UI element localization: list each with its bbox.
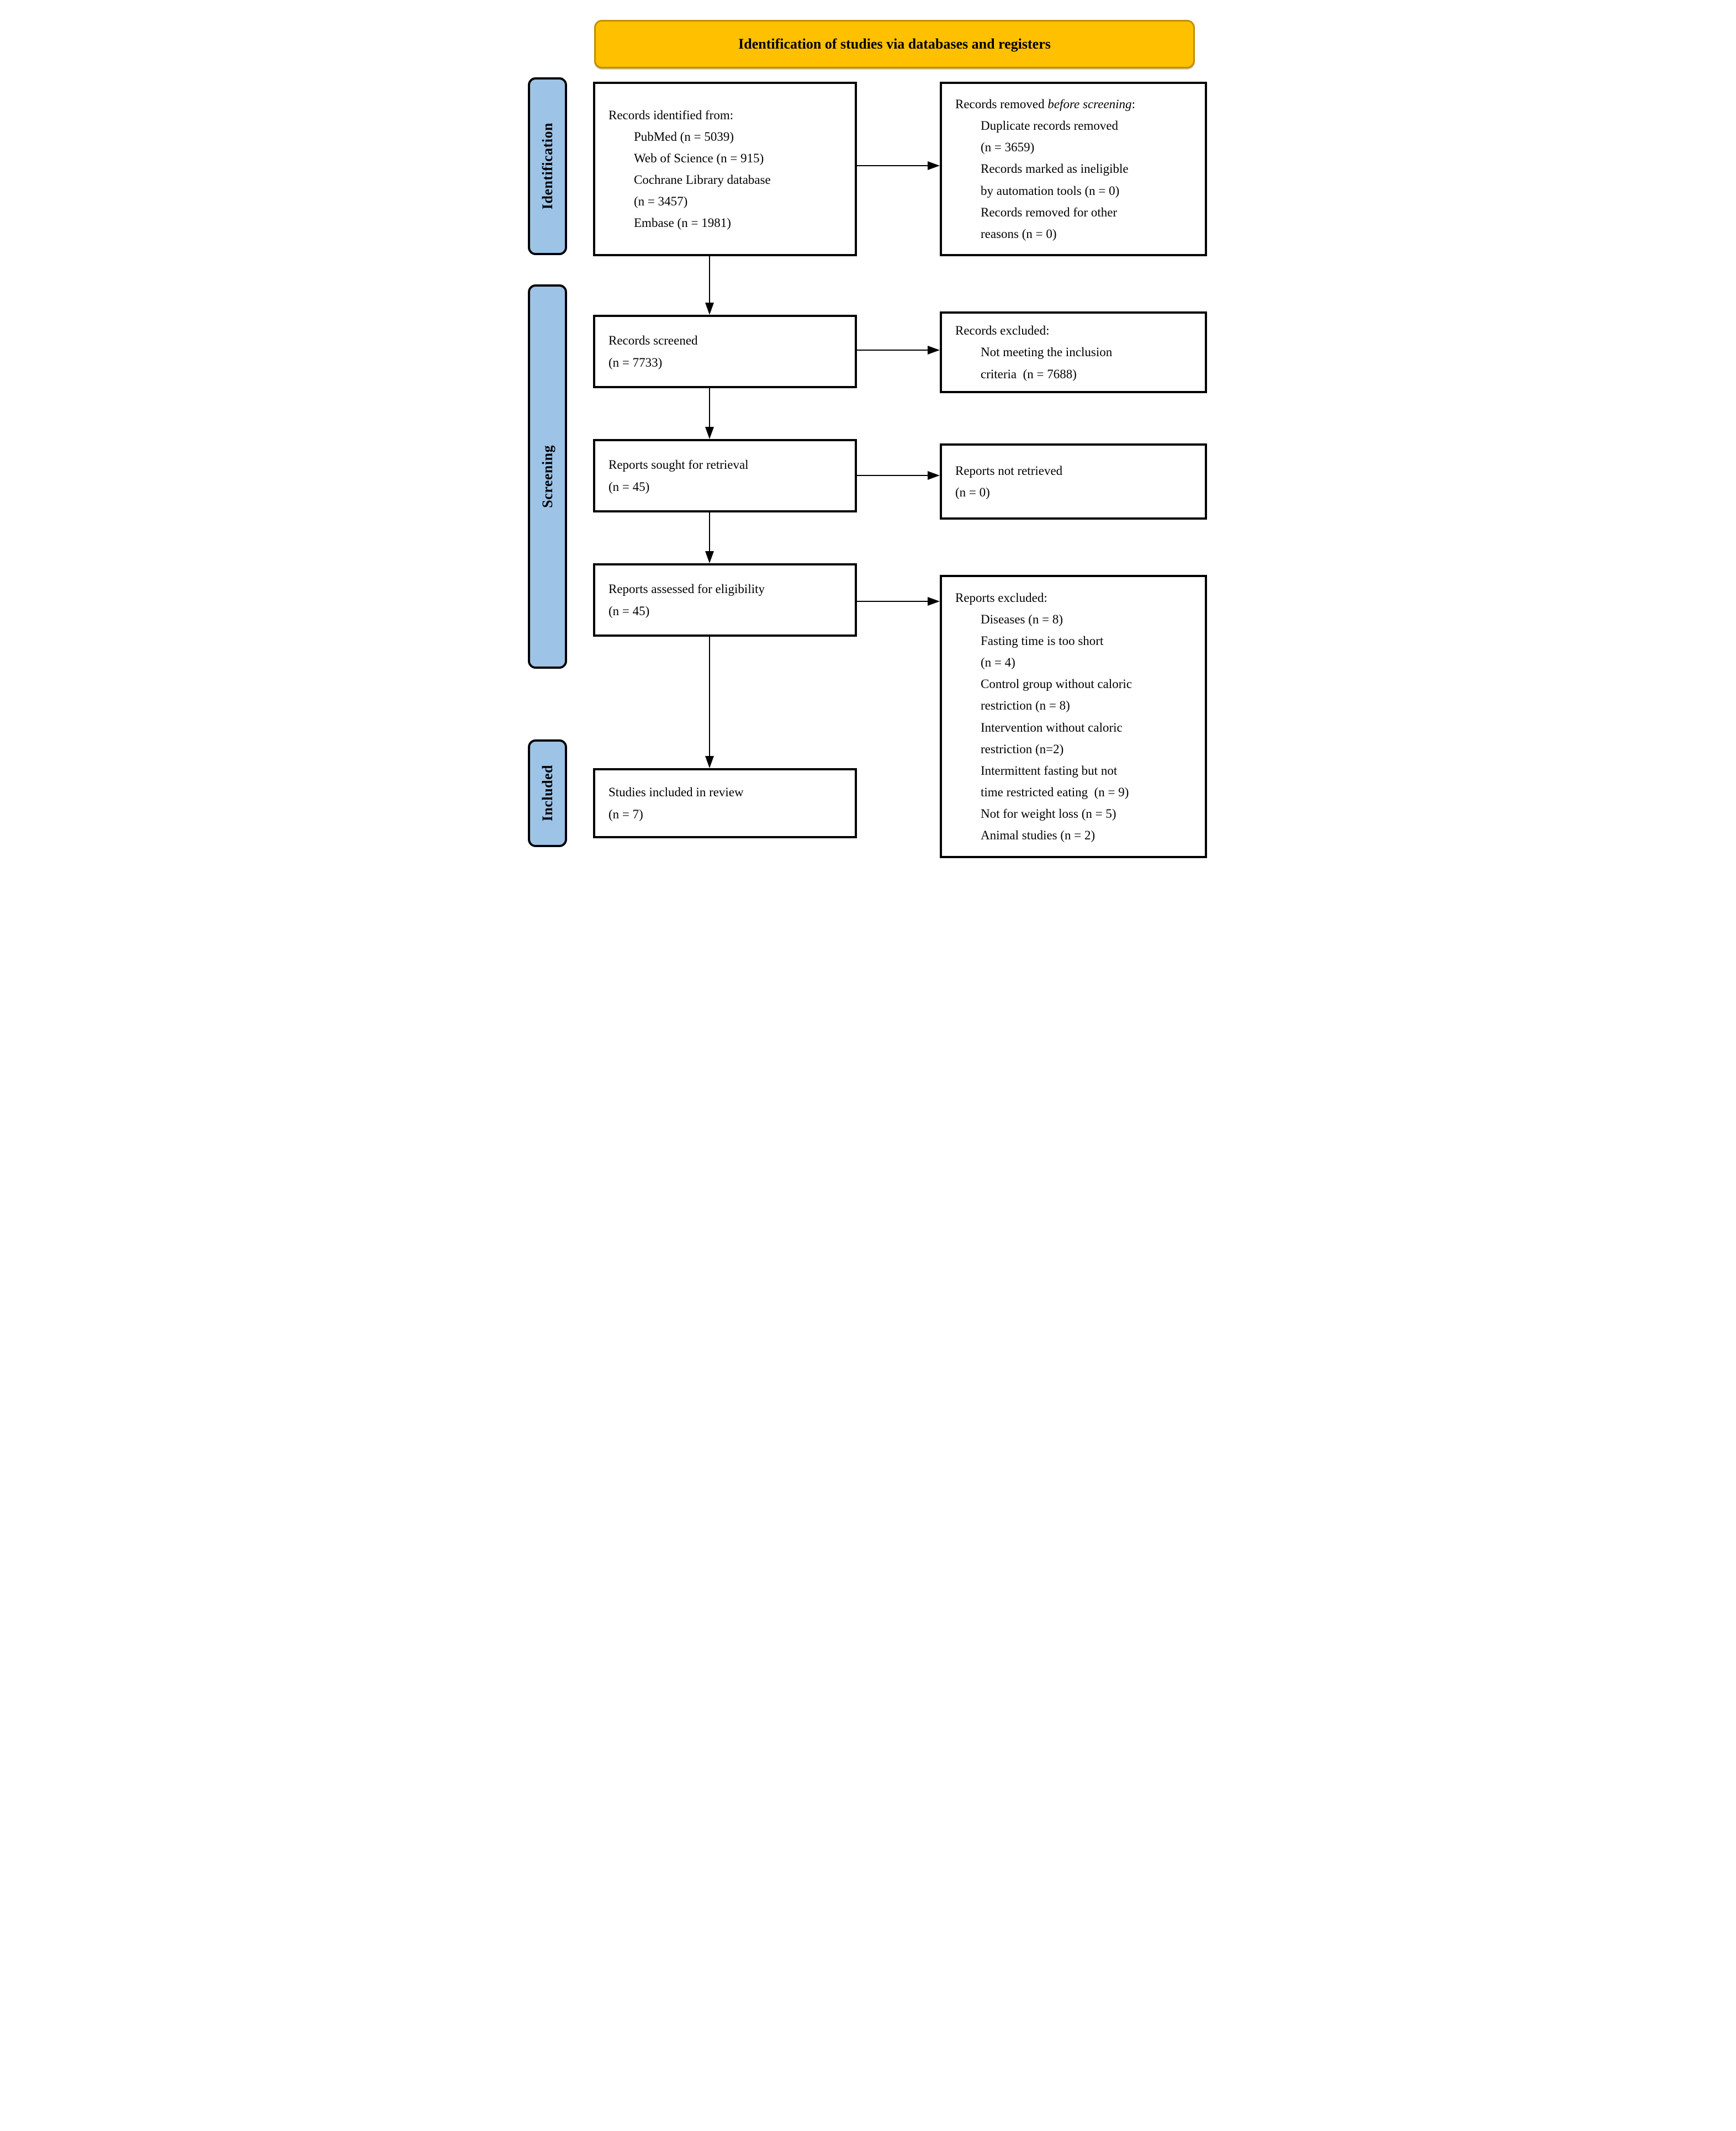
stage-label-included: Included: [539, 765, 555, 822]
arrow-assessed-to-excluded: [857, 601, 928, 602]
box-line: (n = 3457): [634, 194, 688, 209]
box-reports-sought: Reports sought for retrieval (n = 45): [593, 439, 857, 512]
box-line: (n = 45): [608, 479, 650, 494]
box-line: PubMed (n = 5039): [634, 129, 734, 144]
arrowhead-down-icon: [705, 551, 714, 563]
banner-title: Identification of studies via databases …: [594, 20, 1195, 68]
prisma-flow-diagram: Identification of studies via databases …: [513, 0, 1223, 872]
box-line: Control group without caloric: [981, 677, 1132, 691]
box-line: Studies included in review: [608, 785, 744, 800]
arrow-screened-to-excluded: [857, 350, 928, 351]
box-records-excluded: Records excluded: Not meeting the inclus…: [940, 311, 1207, 393]
box-reports-not-retrieved: Reports not retrieved (n = 0): [940, 443, 1207, 520]
box-line: (n = 4): [981, 655, 1015, 670]
arrow-assessed-to-included: [709, 637, 710, 756]
box-line: criteria (n = 7688): [981, 367, 1077, 381]
arrow-screened-to-sought: [709, 388, 710, 427]
box-reports-excluded: Reports excluded: Diseases (n = 8) Fasti…: [940, 575, 1207, 858]
box-line: Duplicate records removed: [981, 119, 1119, 133]
box-line: Records removed before screening:: [955, 93, 1199, 115]
box-line: Records identified from:: [608, 108, 734, 122]
box-line: Web of Science (n = 915): [634, 151, 764, 165]
box-line: Reports assessed for eligibility: [608, 582, 765, 596]
box-line: Reports excluded:: [955, 590, 1047, 605]
box-line: Embase (n = 1981): [634, 216, 731, 230]
box-line: Reports not retrieved: [955, 463, 1063, 478]
box-line: Not meeting the inclusion: [981, 345, 1113, 359]
box-line: (n = 7733): [608, 355, 663, 369]
box-records-removed: Records removed before screening: Duplic…: [940, 82, 1207, 256]
stage-bar-identification: Identification: [528, 77, 567, 255]
arrowhead-right-icon: [928, 161, 940, 170]
arrowhead-right-icon: [928, 597, 940, 606]
box-line-segment: Records removed: [955, 97, 1048, 112]
box-line: Records excluded:: [955, 324, 1050, 338]
box-records-screened: Records screened (n = 7733): [593, 315, 857, 388]
box-line: (n = 7): [608, 807, 643, 821]
box-line: reasons (n = 0): [981, 226, 1057, 241]
box-line: Reports sought for retrieval: [608, 458, 749, 472]
box-line: Intervention without caloric: [981, 720, 1123, 734]
arrow-identified-to-removed: [857, 165, 928, 166]
box-line: Intermittent fasting but not: [981, 763, 1118, 778]
arrow-sought-to-not-retrieved: [857, 475, 928, 476]
box-line: restriction (n = 8): [981, 699, 1070, 713]
box-line: (n = 3659): [981, 140, 1035, 155]
box-line: by automation tools (n = 0): [981, 183, 1120, 198]
box-line: Diseases (n = 8): [981, 612, 1063, 627]
arrowhead-down-icon: [705, 303, 714, 315]
box-line: Not for weight loss (n = 5): [981, 806, 1116, 821]
box-line: Cochrane Library database: [634, 173, 771, 187]
stage-bar-screening: Screening: [528, 284, 567, 669]
arrowhead-right-icon: [928, 346, 940, 355]
box-line-segment-italic: before screening: [1047, 97, 1132, 112]
stage-label-screening: Screening: [539, 445, 555, 508]
box-line: Records removed for other: [981, 205, 1118, 219]
box-line: Records screened: [608, 334, 698, 348]
box-line-segment: :: [1131, 97, 1135, 112]
stage-label-identification: Identification: [539, 123, 555, 210]
box-line: (n = 45): [608, 604, 650, 618]
box-line: time restricted eating (n = 9): [981, 785, 1129, 799]
arrow-sought-to-assessed: [709, 512, 710, 551]
stage-bar-included: Included: [528, 739, 567, 847]
box-line: restriction (n=2): [981, 742, 1064, 756]
arrow-identified-to-screened: [709, 256, 710, 303]
box-line: Animal studies (n = 2): [981, 828, 1095, 842]
arrowhead-down-icon: [705, 756, 714, 768]
box-records-identified: Records identified from: PubMed (n = 503…: [593, 82, 857, 256]
box-line: Records marked as ineligible: [981, 162, 1129, 176]
arrowhead-down-icon: [705, 427, 714, 439]
box-line: Fasting time is too short: [981, 634, 1104, 648]
arrowhead-right-icon: [928, 471, 940, 480]
box-line: (n = 0): [955, 485, 990, 499]
box-studies-included: Studies included in review (n = 7): [593, 768, 857, 838]
box-reports-assessed: Reports assessed for eligibility (n = 45…: [593, 563, 857, 637]
